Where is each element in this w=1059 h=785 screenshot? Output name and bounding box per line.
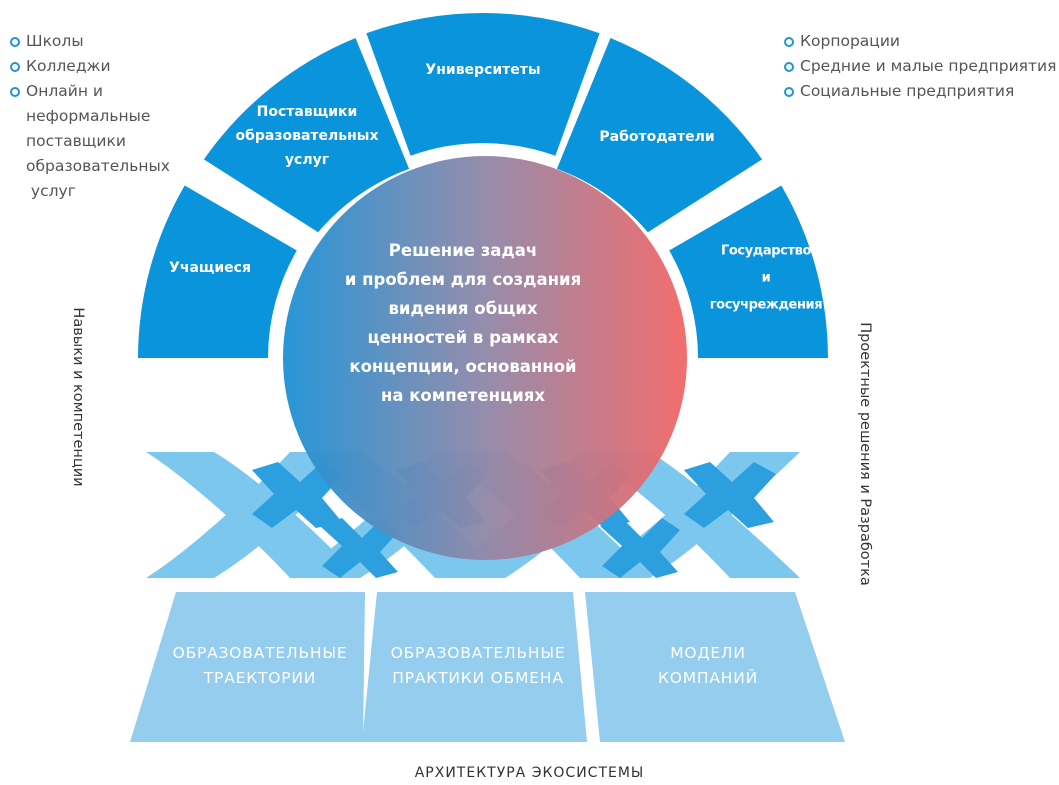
bullet-ring-icon (784, 36, 794, 47)
right-bullet-list: Корпорации Средние и малые предприятия С… (784, 29, 1059, 104)
left-bullet-list: Школы Колледжи Онлайн и неформальные пос… (10, 29, 185, 204)
segment-label-providers: Поставщики образовательных услуг (235, 104, 379, 168)
bullet-ring-icon (10, 36, 20, 47)
side-label-projects: Проектные решения и Разработка (857, 322, 873, 586)
bullet-ring-icon (10, 86, 20, 97)
list-item: Школы (10, 29, 185, 54)
segment-universities (366, 12, 600, 156)
segment-students (138, 185, 297, 358)
list-item-continuation: неформальные (26, 107, 151, 125)
base-label-models: МОДЕЛИ КОМПАНИЙ (657, 644, 759, 687)
segment-label-employers: Работодатели (599, 129, 715, 145)
list-item-continuation: услуг (26, 182, 76, 200)
base-label-trajectories: ОБРАЗОВАТЕЛЬНЫЕ ТРАЕКТОРИИ (172, 644, 348, 687)
segment-providers (203, 38, 410, 233)
segment-government (669, 185, 828, 358)
list-item: Онлайн и (10, 79, 185, 104)
list-item-continuation: поставщики (26, 132, 126, 150)
list-item: Корпорации (784, 29, 1059, 54)
list-item: Социальные предприятия (784, 79, 1059, 104)
bullet-ring-icon (10, 61, 20, 72)
bullet-ring-icon (784, 86, 794, 97)
base-block-trajectories (130, 592, 365, 742)
list-item: Средние и малые предприятия (784, 54, 1059, 79)
segment-employers (556, 38, 763, 233)
side-label-skills: Навыки и компетенции (70, 307, 86, 487)
base-block-models (585, 592, 845, 742)
central-sphere (283, 156, 687, 560)
base-label-exchange: ОБРАЗОВАТЕЛЬНЫЕ ПРАКТИКИ ОБМЕНА (390, 644, 566, 687)
segment-label-government: Государство и госучреждения (709, 243, 823, 313)
list-item-continuation: образовательных (26, 157, 170, 175)
segment-label-students: Учащиеся (169, 260, 251, 276)
bullet-ring-icon (784, 61, 794, 72)
base-block-exchange (362, 592, 587, 742)
footer-title: АРХИТЕКТУРА ЭКОСИСТЕМЫ (414, 765, 645, 781)
list-item: Колледжи (10, 54, 185, 79)
center-statement: Решение задач и проблем для создания вид… (344, 241, 582, 405)
segment-label-universities: Университеты (425, 62, 541, 78)
